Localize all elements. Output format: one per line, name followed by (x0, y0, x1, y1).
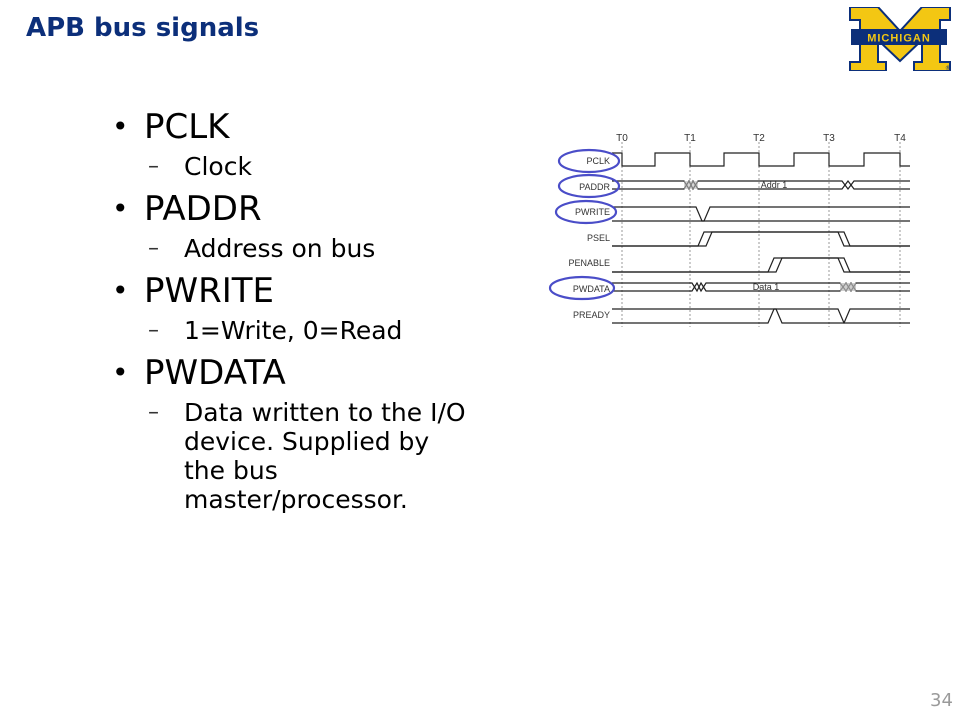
sub-bullet-paddr: Address on bus (112, 234, 472, 263)
bullet-item: PWRITE 1=Write, 0=Read (112, 270, 472, 345)
bullet-item: PCLK Clock (112, 106, 472, 181)
signal-label-penable: PENABLE (568, 258, 610, 268)
page-number: 34 (930, 690, 953, 711)
pwdata-x-shade (840, 283, 856, 291)
pwrite-highlight-circle (554, 199, 618, 225)
time-label-t1: T1 (684, 133, 696, 144)
pready-waveform-low (612, 308, 910, 324)
bullet-paddr: PADDR (112, 188, 472, 230)
signal-label-pready: PREADY (573, 310, 610, 320)
time-label-t3: T3 (823, 133, 835, 144)
bullet-pwdata: PWDATA (112, 352, 472, 394)
sub-bullet-pclk: Clock (112, 152, 472, 181)
psel-waveform-high (612, 231, 910, 247)
signal-label-pclk: PCLK (586, 156, 610, 166)
sub-bullet-pwdata: Data written to the I/O device. Supplied… (112, 398, 472, 514)
apb-timing-diagram: T0 T1 T2 T3 T4 PCLK PADDR PWRITE PSEL PE… (548, 133, 910, 327)
paddr-highlight-circle (557, 173, 621, 199)
psel-waveform-low (612, 231, 910, 247)
michigan-logo: MICHIGAN ® (849, 7, 951, 71)
penable-waveform-high (612, 257, 910, 273)
pready-waveform-high (612, 308, 910, 324)
signal-label-psel: PSEL (587, 233, 610, 243)
slide-title: APB bus signals (26, 13, 260, 43)
pwrite-waveform-high (612, 206, 910, 222)
time-label-t0: T0 (616, 133, 628, 144)
logo-trademark: ® (945, 65, 951, 71)
logo-text: MICHIGAN (867, 33, 931, 45)
signal-label-pwrite: PWRITE (575, 207, 610, 217)
bullet-pclk: PCLK (112, 106, 472, 148)
penable-waveform-low (612, 257, 910, 273)
bullet-pwrite: PWRITE (112, 270, 472, 312)
bullet-item: PWDATA Data written to the I/O device. S… (112, 352, 472, 514)
signal-label-paddr: PADDR (579, 182, 610, 192)
bullet-list: PCLK Clock PADDR Address on bus PWRITE 1… (112, 106, 472, 521)
time-label-t4: T4 (894, 133, 906, 144)
paddr-bus-label: Addr 1 (761, 180, 788, 190)
logo-banner (851, 29, 947, 45)
pwdata-bus-label: Data 1 (753, 282, 780, 292)
sub-bullet-pwrite: 1=Write, 0=Read (112, 316, 472, 345)
signal-label-pwdata: PWDATA (573, 284, 610, 294)
pclk-highlight-circle (557, 148, 621, 174)
paddr-x-shade (684, 181, 698, 189)
time-label-t2: T2 (753, 133, 765, 144)
pwdata-highlight-circle (548, 275, 616, 301)
bullet-item: PADDR Address on bus (112, 188, 472, 263)
pwrite-waveform-low (612, 206, 910, 222)
pclk-waveform (612, 152, 910, 167)
